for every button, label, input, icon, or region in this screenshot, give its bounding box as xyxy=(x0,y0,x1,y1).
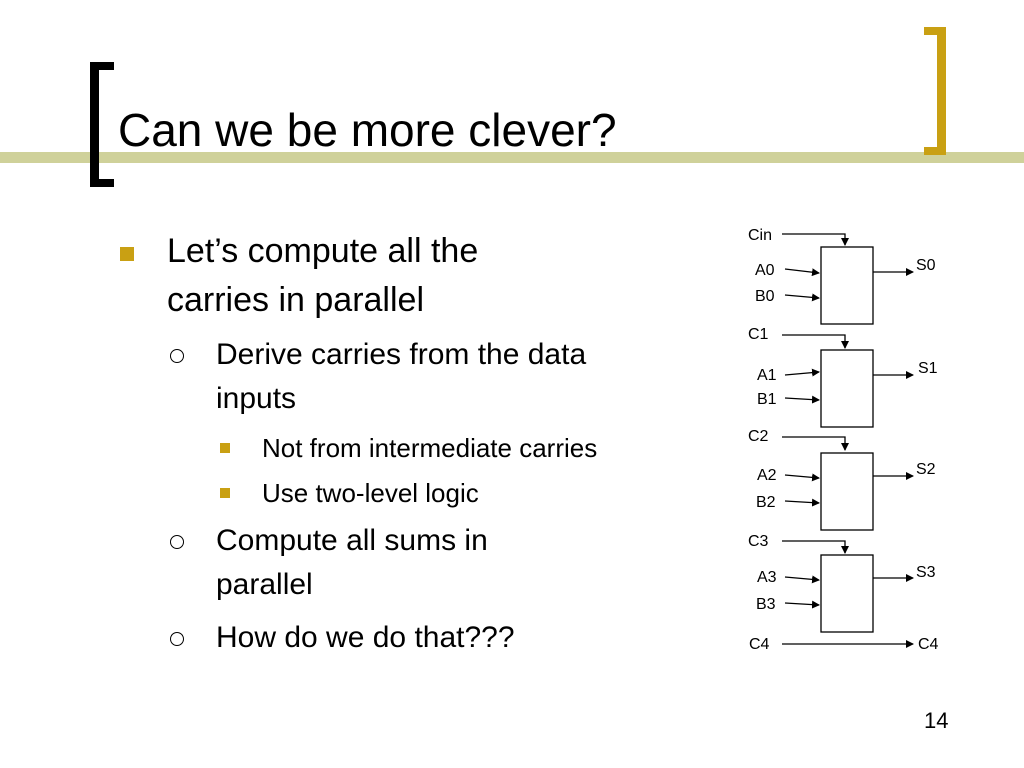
b0-wire xyxy=(784,293,820,302)
a2-label: A2 xyxy=(757,467,777,484)
bullet-1-2-line-2: parallel xyxy=(216,568,313,601)
a0-wire xyxy=(784,268,820,277)
c3-label: C3 xyxy=(748,533,769,550)
c2-label: C2 xyxy=(748,428,769,445)
slide-title: Can we be more clever? xyxy=(118,104,617,156)
circle-bullet-icon xyxy=(170,349,184,363)
square-bullet-icon xyxy=(120,247,134,261)
bullet-1-3: How do we do that??? xyxy=(216,621,515,654)
a1-wire xyxy=(784,368,820,377)
a3-wire xyxy=(784,575,820,584)
c4-left-label: C4 xyxy=(749,636,770,653)
adder-block-1 xyxy=(820,349,874,428)
b3-wire xyxy=(784,600,820,609)
bullet-1-1-line-1: Derive carries from the data xyxy=(216,338,587,371)
a0-label: A0 xyxy=(755,262,775,279)
c1-label: C1 xyxy=(748,326,769,343)
b2-wire xyxy=(784,498,820,507)
bullet-1-1-line-2: inputs xyxy=(216,382,297,415)
s0-label: S0 xyxy=(916,257,936,274)
s2-label: S2 xyxy=(916,461,936,478)
b1-label: B1 xyxy=(757,391,777,408)
s1-label: S1 xyxy=(918,360,938,377)
square-bullet-icon xyxy=(220,488,230,498)
b0-label: B0 xyxy=(755,288,775,305)
square-bullet-icon xyxy=(220,443,230,453)
bullet-1-1-1: Not from intermediate carries xyxy=(262,433,598,463)
a3-label: A3 xyxy=(757,569,777,586)
c2-wire xyxy=(782,436,849,451)
bullet-1-2-line-1: Compute all sums in xyxy=(216,524,488,557)
c1-wire xyxy=(782,334,849,349)
cin-wire xyxy=(782,233,849,246)
a1-label: A1 xyxy=(757,367,777,384)
title-band xyxy=(0,152,1024,163)
c4-right-label: C4 xyxy=(918,636,939,653)
adder-block-3 xyxy=(820,554,874,633)
b2-label: B2 xyxy=(756,494,776,511)
s3-label: S3 xyxy=(916,564,936,581)
adder-block-2 xyxy=(820,452,874,531)
circle-bullet-icon xyxy=(170,535,184,549)
a2-wire xyxy=(784,473,820,482)
cin-label: Cin xyxy=(748,227,772,244)
bullet-1-line-2: carries in parallel xyxy=(167,281,424,319)
b1-wire xyxy=(784,395,820,404)
circle-bullet-icon xyxy=(170,632,184,646)
bullet-1-line-1: Let’s compute all the xyxy=(167,232,479,270)
c3-wire xyxy=(782,540,849,554)
page-number: 14 xyxy=(924,708,949,733)
b3-label: B3 xyxy=(756,596,776,613)
adder-block-0 xyxy=(820,246,874,325)
bullet-1-1-2: Use two-level logic xyxy=(262,478,479,508)
